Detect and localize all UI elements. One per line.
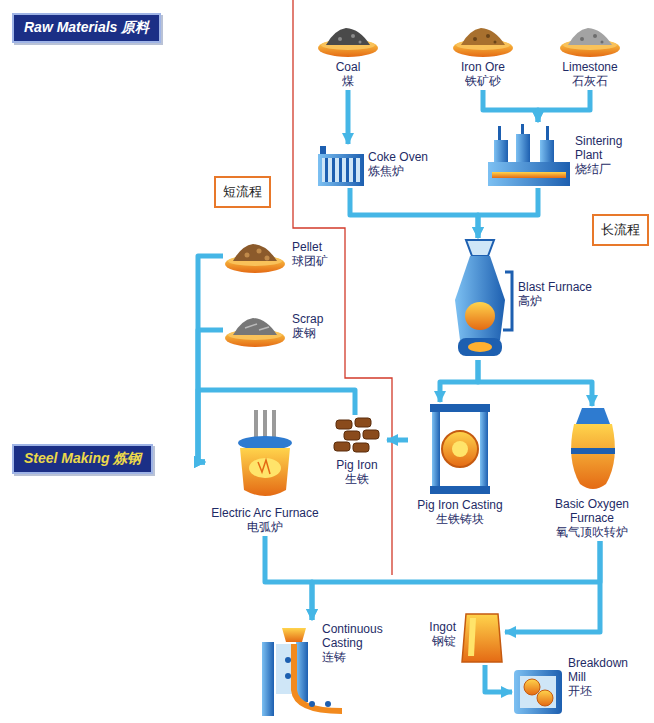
node-label: Breakdown Mill [568,656,634,684]
process-unit: Blast Furnace高炉 [443,238,606,360]
label-block: Coke Oven炼焦炉 [368,150,432,178]
label-block: Coal煤 [318,60,378,88]
coke-oven [318,146,364,186]
label-block: Sintering Plant烧结厂 [575,134,635,176]
node-label: Blast Furnace [518,280,604,294]
label-block: Blast Furnace高炉 [518,280,604,308]
node-label: Limestone [558,60,622,74]
iron-ore-pile [453,28,513,57]
flow-arrow [350,188,478,238]
flow-arrow [538,90,590,122]
limestone-pile [560,28,620,57]
pellet-pile [225,244,285,273]
raw-material: Coal煤 [316,24,380,90]
label-block: Limestone石灰石 [558,60,622,88]
node-label: 高炉 [518,294,604,308]
scrap-pile [225,318,285,347]
process-unit: Continuous Casting连铸 [258,620,392,718]
node-label: Basic Oxygen Furnace [547,497,637,525]
flow-arrow [387,438,408,443]
flow-arrow [198,390,355,462]
flow-arrow [478,360,592,406]
label-block: Continuous Casting连铸 [322,622,390,664]
node-label: Electric Arc Furnace [207,506,323,520]
node-label: 氧气顶吹转炉 [547,525,637,539]
label-block: Pig Iron生铁 [329,458,385,486]
node-label: 烧结厂 [575,162,635,176]
raw-material: Pellet球团矿 [223,238,340,275]
flow-arrow [312,541,600,620]
route-divider [293,0,392,575]
pig-iron-pieces [334,418,379,452]
node-label: 球团矿 [292,254,338,268]
route-tag: 长流程 [592,214,649,246]
node-label: Raw Materials 原料 [24,19,149,37]
node-label: 短流程 [223,184,262,200]
node-label: 煤 [318,74,378,88]
node-label: 生铁铸块 [410,512,510,526]
sintering-plant [488,124,570,186]
basic-oxygen-furnace [571,408,615,489]
node-label: 钢锭 [412,634,456,648]
product: Pig Iron生铁 [327,415,387,488]
process-unit: Sintering Plant烧结厂 [486,122,637,188]
node-label: Steel Making 炼钢 [24,450,141,468]
label-block: Iron Ore铁矿砂 [453,60,513,88]
label-block: Electric Arc Furnace电弧炉 [207,506,323,534]
flow-arrow [505,541,600,632]
node-label: Coal [318,60,378,74]
label-block: Basic Oxygen Furnace氧气顶吹转炉 [547,497,637,539]
node-label: Continuous Casting [322,622,390,650]
flow-arrow [440,360,478,402]
section-banner: Steel Making 炼钢 [12,444,153,474]
node-label: 电弧炉 [207,520,323,534]
node-label: 长流程 [601,222,640,238]
breakdown-mill [514,670,562,714]
process-unit: Pig Iron Casting生铁铸块 [408,402,512,528]
coal-pile [318,28,378,57]
raw-material: Iron Ore铁矿砂 [451,24,515,90]
label-block: Breakdown Mill开坯 [568,656,634,698]
label-block: Ingot钢锭 [412,620,456,648]
node-label: Iron Ore [453,60,513,74]
process-unit: Breakdown Mill开坯 [512,654,636,716]
label-block: Scrap废钢 [292,312,338,340]
node-label: Ingot [412,620,456,634]
node-label: 石灰石 [558,74,622,88]
node-label: 铁矿砂 [453,74,513,88]
product: Ingot钢锭 [410,612,505,665]
label-block: Pig Iron Casting生铁铸块 [410,498,510,526]
label-block: Pellet球团矿 [292,240,338,268]
electric-arc-furnace [238,410,292,496]
node-label: Coke Oven [368,150,432,164]
node-label: Pig Iron Casting [410,498,510,512]
pig-iron-casting-machine [430,404,490,494]
flow-arrow [478,188,538,238]
ingot [462,614,502,662]
process-unit: Basic Oxygen Furnace氧气顶吹转炉 [545,406,639,541]
flow-arrow [198,330,223,462]
node-label: 连铸 [322,650,390,664]
route-tag: 短流程 [214,176,271,208]
node-label: 废钢 [292,326,338,340]
blast-furnace [455,240,512,356]
raw-material: Limestone石灰石 [556,24,624,90]
process-unit: Coke Oven炼焦炉 [316,144,434,188]
node-label: Sintering Plant [575,134,635,162]
section-banner: Raw Materials 原料 [12,13,161,43]
node-label: 开坯 [568,684,634,698]
node-label: Pellet [292,240,338,254]
flow-arrow [485,665,512,692]
flow-arrow [265,536,312,620]
node-label: 炼焦炉 [368,164,432,178]
flow-arrow [198,256,223,462]
process-unit: Electric Arc Furnace电弧炉 [205,408,325,536]
raw-material: Scrap废钢 [223,310,340,349]
node-label: 生铁 [329,472,385,486]
flow-arrow [483,90,538,122]
node-label: Scrap [292,312,338,326]
flow-arrow [346,90,351,144]
node-label: Pig Iron [329,458,385,472]
